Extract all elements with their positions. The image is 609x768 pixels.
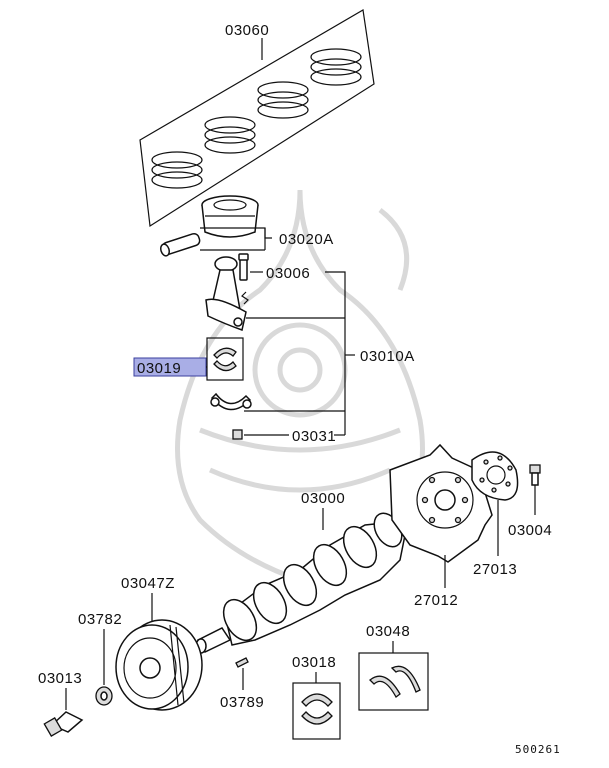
connecting-rod[interactable] bbox=[205, 256, 247, 331]
label-03031: 03031 bbox=[292, 428, 336, 445]
label-03013: 03013 bbox=[38, 670, 82, 687]
label-03020A: 03020A bbox=[279, 231, 334, 248]
piston-pin[interactable] bbox=[159, 232, 201, 257]
label-03000: 03000 bbox=[301, 490, 345, 507]
label-27013: 27013 bbox=[473, 561, 517, 578]
connecting-rod-bolt[interactable] bbox=[238, 253, 249, 281]
piston-rings-set[interactable] bbox=[139, 9, 375, 228]
label-03048: 03048 bbox=[366, 623, 410, 640]
label-03060: 03060 bbox=[225, 22, 269, 39]
label-03010A: 03010A bbox=[360, 348, 415, 365]
connecting-rod-cap[interactable] bbox=[210, 392, 252, 411]
diagram-id: 500261 bbox=[515, 743, 561, 756]
crankshaft-pulley[interactable] bbox=[115, 619, 203, 711]
flywheel-bolt[interactable] bbox=[529, 464, 541, 486]
label-03018: 03018 bbox=[292, 654, 336, 671]
woodruff-key[interactable] bbox=[235, 657, 249, 668]
label-03789: 03789 bbox=[220, 694, 264, 711]
thrust-washers[interactable] bbox=[369, 665, 421, 698]
drive-plate[interactable] bbox=[389, 443, 493, 563]
adapter-plate[interactable] bbox=[471, 451, 519, 501]
connecting-rod-bearing[interactable] bbox=[213, 347, 237, 372]
label-03019: 03019 bbox=[137, 360, 181, 377]
main-bearing[interactable] bbox=[301, 693, 333, 725]
pulley-bolt[interactable] bbox=[43, 711, 84, 737]
piston[interactable] bbox=[201, 195, 259, 238]
label-03004: 03004 bbox=[508, 522, 552, 539]
pulley-washer[interactable] bbox=[95, 686, 113, 706]
connecting-rod-nut[interactable] bbox=[232, 429, 243, 440]
label-27012: 27012 bbox=[414, 592, 458, 609]
label-03047Z: 03047Z bbox=[121, 575, 175, 592]
label-03006: 03006 bbox=[266, 265, 310, 282]
label-03782: 03782 bbox=[78, 611, 122, 628]
